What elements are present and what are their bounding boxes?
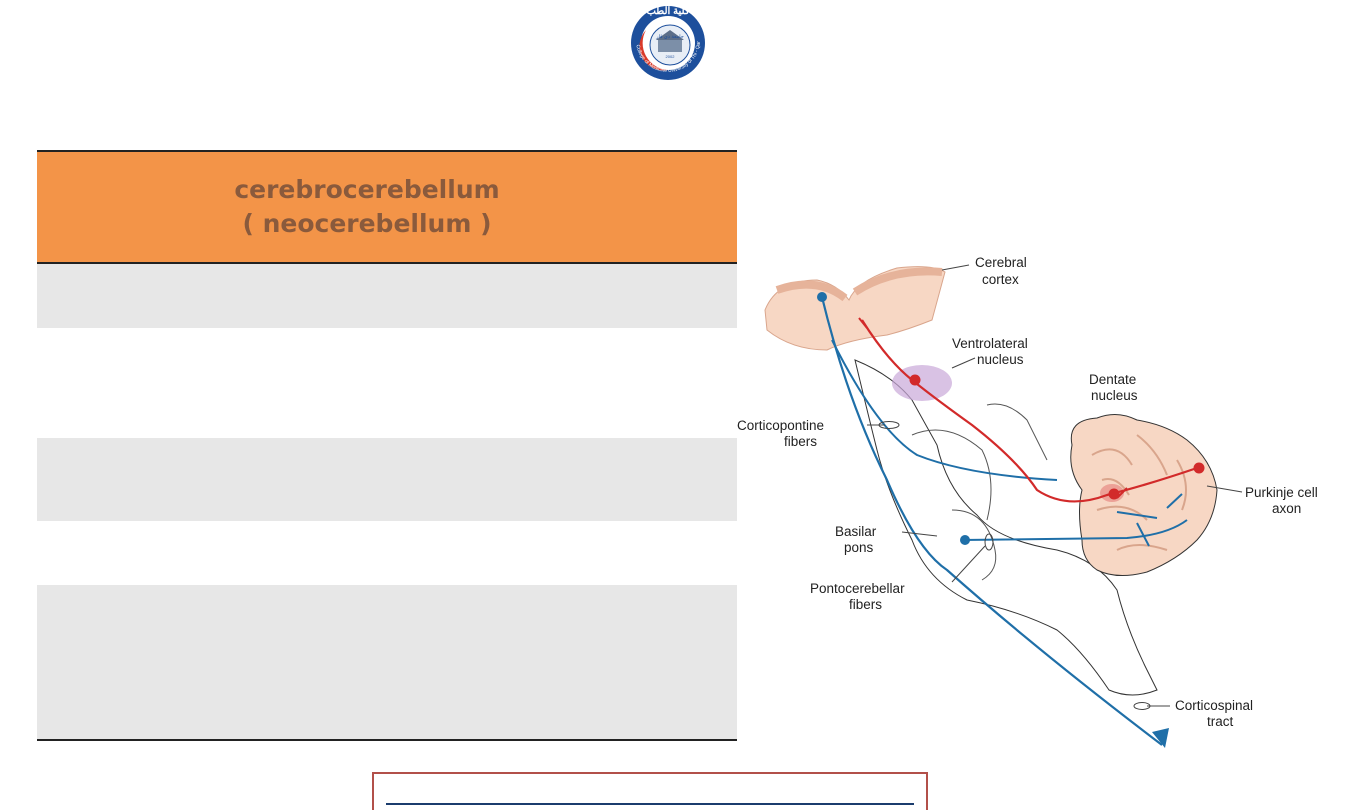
cerebral-cortex-shape bbox=[764, 266, 946, 351]
comparison-table: cerebrocerebellum ( neocerebellum ) bbox=[37, 150, 737, 741]
label-pontocerebellar-1: Pontocerebellar bbox=[810, 581, 905, 596]
fourth-ventricle-line bbox=[986, 403, 1048, 461]
cerebellum-shape bbox=[1070, 414, 1218, 576]
label-cerebral-cortex-2: cortex bbox=[982, 272, 1019, 287]
pontocerebellar-marker bbox=[984, 533, 994, 551]
corticospinal-tract-line bbox=[820, 296, 1163, 746]
table-row bbox=[37, 264, 737, 328]
label-corticospinal-1: Corticospinal bbox=[1175, 698, 1253, 713]
cortex-gyrus-edge bbox=[775, 267, 943, 302]
corticopontine-marker bbox=[878, 421, 900, 429]
table-bottom-rule bbox=[37, 739, 737, 741]
logo-arabic-inner: جامعة ذي قار bbox=[655, 34, 684, 40]
thalamic-neuron-cell-body bbox=[909, 374, 921, 386]
purkinje-cell-body bbox=[1193, 462, 1205, 474]
label-ventrolateral-1: Ventrolateral bbox=[952, 336, 1028, 351]
label-dentate-2: nucleus bbox=[1091, 388, 1138, 403]
label-corticopontine-1: Corticopontine bbox=[737, 418, 824, 433]
table-row bbox=[37, 521, 737, 585]
header-line-2: ( neocerebellum ) bbox=[242, 209, 492, 238]
mossy-fiber-branches bbox=[1116, 493, 1183, 547]
label-basilar-2: pons bbox=[844, 540, 874, 555]
label-purkinje-1: Purkinje cell bbox=[1245, 485, 1318, 500]
label-pontocerebellar-2: fibers bbox=[849, 597, 882, 612]
cerebrocerebellar-pathway-diagram: Cerebral cortex Ventrolateral nucleus De… bbox=[737, 250, 1350, 750]
label-cerebral-cortex-1: Cerebral bbox=[975, 255, 1027, 270]
footer-rule bbox=[386, 803, 914, 805]
college-logo: كلية الطب جامعة ذي قار 2002 College of M… bbox=[606, 0, 730, 82]
label-basilar-1: Basilar bbox=[835, 524, 877, 539]
footer-box bbox=[372, 772, 928, 810]
cerebellar-folia bbox=[1091, 434, 1187, 551]
basilar-pons-leader bbox=[901, 531, 938, 537]
pontine-neuron-cell-body bbox=[960, 535, 970, 545]
pons-outline bbox=[911, 429, 992, 521]
table-header-title: cerebrocerebellum ( neocerebellum ) bbox=[234, 173, 499, 241]
ventrolateral-leader bbox=[951, 357, 976, 369]
cortical-neuron-cell-body bbox=[817, 292, 827, 302]
brainstem-outline bbox=[854, 359, 1158, 696]
dentate-neuron-cell-body bbox=[1108, 488, 1120, 500]
pontocerebellar-fibers-line bbox=[961, 519, 1188, 541]
label-purkinje-2: axon bbox=[1272, 501, 1301, 516]
label-dentate-1: Dentate bbox=[1089, 372, 1136, 387]
table-row bbox=[37, 585, 737, 739]
pontocerebellar-leader bbox=[951, 545, 986, 583]
cerebral-cortex-leader bbox=[941, 264, 970, 271]
table-header: cerebrocerebellum ( neocerebellum ) bbox=[37, 150, 737, 264]
corticospinal-marker bbox=[1133, 702, 1151, 710]
logo-year: 2002 bbox=[666, 54, 676, 59]
header-line-1: cerebrocerebellum bbox=[234, 175, 500, 204]
label-corticospinal-2: tract bbox=[1207, 714, 1234, 729]
ventrolateral-nucleus-shape bbox=[892, 365, 952, 401]
pons-curve bbox=[951, 509, 997, 581]
dentatothalamic-pathway-line bbox=[861, 319, 1198, 503]
corticospinal-arrowhead bbox=[1152, 728, 1169, 748]
label-corticopontine-2: fibers bbox=[784, 434, 817, 449]
label-ventrolateral-2: nucleus bbox=[977, 352, 1024, 367]
logo-arabic-title: كلية الطب bbox=[646, 6, 689, 17]
corticopontine-fibers-line bbox=[831, 339, 1058, 481]
purkinje-leader bbox=[1206, 485, 1243, 493]
table-row bbox=[37, 438, 737, 521]
red-synapse-marks bbox=[858, 317, 1128, 499]
table-row bbox=[37, 328, 737, 438]
